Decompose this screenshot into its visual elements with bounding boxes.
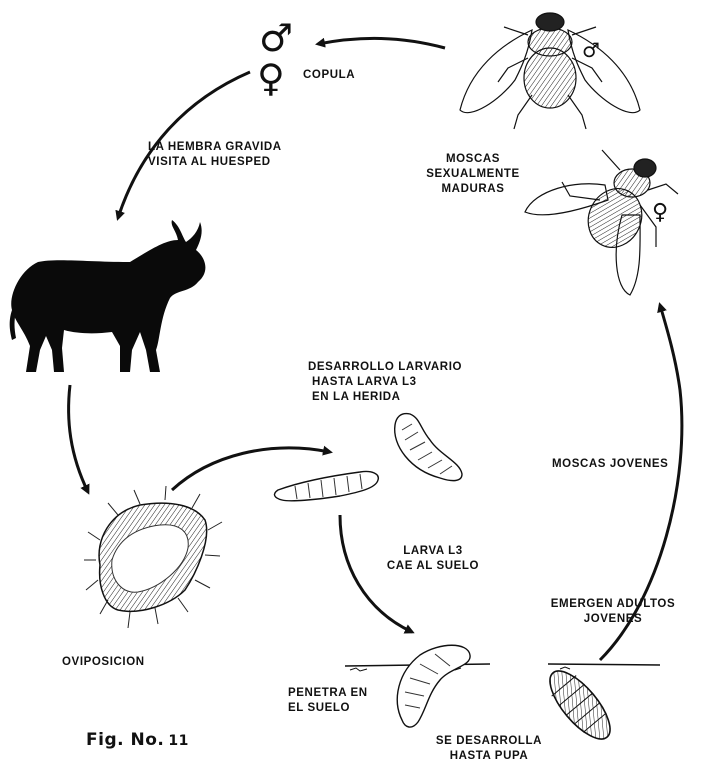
desarrollo-line1: DESARROLLO LARVARIO (300, 360, 470, 375)
larva-cae-line1: LARVA L3 (378, 544, 488, 559)
larva-cae-label: LARVA L3 CAE AL SUELO (378, 544, 488, 574)
fly-male-icon (460, 13, 640, 129)
moscas-maduras-line3: MADURAS (418, 182, 528, 197)
moscas-jovenes-label: MOSCAS JOVENES (552, 457, 668, 472)
larva-cae-line1-sub: L3 (448, 545, 463, 557)
desarrollo-larvario-label: DESARROLLO LARVARIO HASTA LARVA L3 EN LA… (300, 360, 470, 405)
male-symbol: ♂ (259, 19, 293, 57)
moscas-maduras-line1: MOSCAS (418, 152, 528, 167)
emergen-adultos-label: EMERGEN ADULTOS JOVENES (548, 597, 678, 627)
larva-icon (275, 414, 462, 501)
hembra-line2: VISITA AL HUESPED (148, 155, 282, 170)
larva-cae-line1-text: LARVA (403, 545, 444, 557)
hembra-gravida-label: LA HEMBRA GRAVIDA VISITA AL HUESPED (148, 140, 282, 170)
moscas-maduras-line2: SEXUALMENTE (418, 167, 528, 182)
female-symbol: ♀ (257, 59, 285, 97)
figure-caption-number: 11 (168, 733, 188, 749)
burrowing-larva-icon (397, 645, 470, 727)
moscas-maduras-label: MOSCAS SEXUALMENTE MADURAS (418, 152, 528, 197)
desarrollo-line2-sub: L3 (402, 376, 417, 388)
arrow-cow-to-oviposition (69, 385, 88, 492)
pupa-line1: SE DESARROLLA (424, 734, 554, 749)
oviposicion-label: OVIPOSICION (62, 655, 145, 670)
hembra-line1: LA HEMBRA GRAVIDA (148, 140, 282, 155)
figure-caption: Fig. No.11 (86, 730, 189, 750)
fly-male-symbol: ♂ (582, 40, 600, 60)
emergen-line1: EMERGEN ADULTOS (548, 597, 678, 612)
soil-surface (345, 664, 660, 671)
desarrollo-line3: EN LA HERIDA (300, 390, 470, 405)
desarrollo-line2-text: HASTA LARVA (312, 376, 398, 388)
penetra-line1: PENETRA EN (288, 686, 368, 701)
arrow-flies-to-copula (318, 38, 445, 48)
larva-cae-line2: CAE AL SUELO (378, 559, 488, 574)
pupa-line2: HASTA PUPA (424, 749, 554, 764)
copula-label: COPULA (303, 68, 355, 83)
male-female-symbols-icon: ♂ ♀ (255, 15, 300, 105)
figure-caption-prefix: Fig. No. (86, 730, 164, 750)
cattle-silhouette-icon (10, 220, 206, 372)
desarrollo-line2: HASTA LARVA L3 (300, 375, 470, 390)
fly-female-symbol: ♀ (652, 202, 668, 224)
egg-mass-icon (84, 486, 222, 628)
emergen-line2: JOVENES (548, 612, 678, 627)
penetra-suelo-label: PENETRA EN EL SUELO (288, 686, 368, 716)
penetra-line2: EL SUELO (288, 701, 368, 716)
hasta-pupa-label: SE DESARROLLA HASTA PUPA (424, 734, 554, 764)
